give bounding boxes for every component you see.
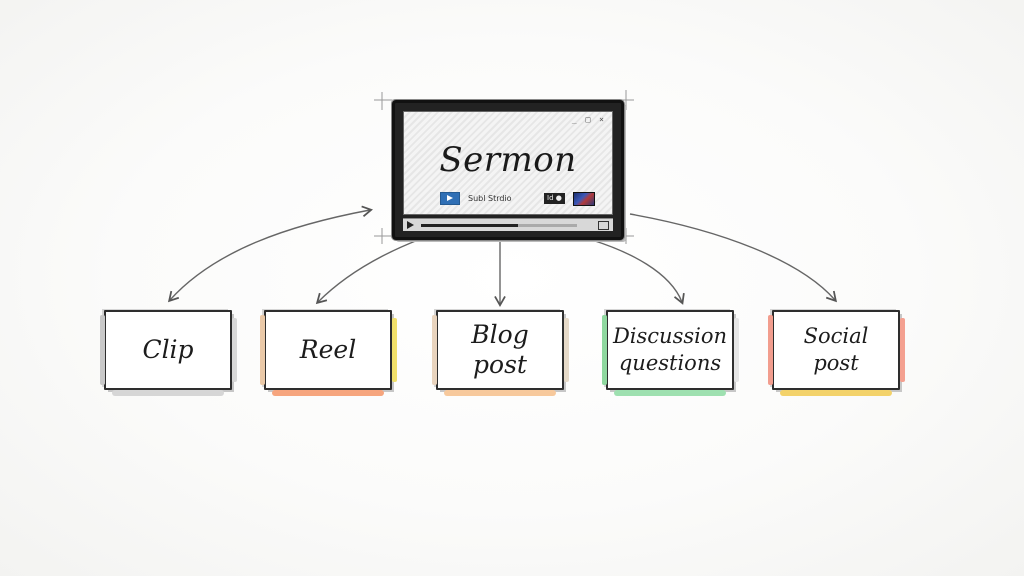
video-player-screen: _ □ × Sermon Subl Strdio Id ● bbox=[403, 111, 613, 215]
mini-chip: Id ● bbox=[544, 193, 565, 204]
sermon-video-monitor: _ □ × Sermon Subl Strdio Id ● bbox=[392, 100, 624, 240]
arrow-to-clip bbox=[167, 205, 373, 303]
output-node-blog-post: Blog post bbox=[432, 310, 569, 396]
node-label: Reel bbox=[299, 335, 357, 364]
node-highlight bbox=[392, 318, 397, 382]
arrow-to-social-post bbox=[629, 213, 838, 303]
play-icon bbox=[407, 221, 414, 229]
node-highlight bbox=[564, 318, 569, 382]
output-node-reel: Reel bbox=[260, 310, 397, 396]
video-toolbar: Subl Strdio Id ● bbox=[440, 191, 595, 206]
video-progress-fill bbox=[421, 224, 518, 227]
node-label: Discussion questions bbox=[612, 324, 728, 375]
node-highlight bbox=[734, 318, 739, 382]
output-node-discussion-questions: Discussion questions bbox=[602, 310, 739, 396]
fullscreen-icon bbox=[598, 221, 609, 230]
arrow-to-discussion-questions bbox=[591, 239, 685, 305]
play-logo-icon bbox=[440, 192, 460, 205]
output-node-social-post: Social post bbox=[768, 310, 905, 396]
arrow-to-reel bbox=[315, 239, 419, 305]
node-label: Social post bbox=[803, 324, 869, 375]
node-label: Clip bbox=[142, 335, 194, 364]
node-highlight bbox=[232, 318, 237, 382]
video-controls-bar bbox=[403, 218, 613, 231]
output-node-clip: Clip bbox=[100, 310, 237, 396]
video-thumbnail-icon bbox=[572, 191, 595, 206]
video-progress-bar bbox=[421, 224, 577, 227]
sermon-title: Sermon bbox=[439, 140, 577, 180]
node-highlight bbox=[900, 318, 905, 382]
studio-label: Subl Strdio bbox=[468, 194, 512, 203]
window-controls: _ □ × bbox=[571, 115, 606, 124]
node-label: Blog post bbox=[471, 320, 529, 379]
